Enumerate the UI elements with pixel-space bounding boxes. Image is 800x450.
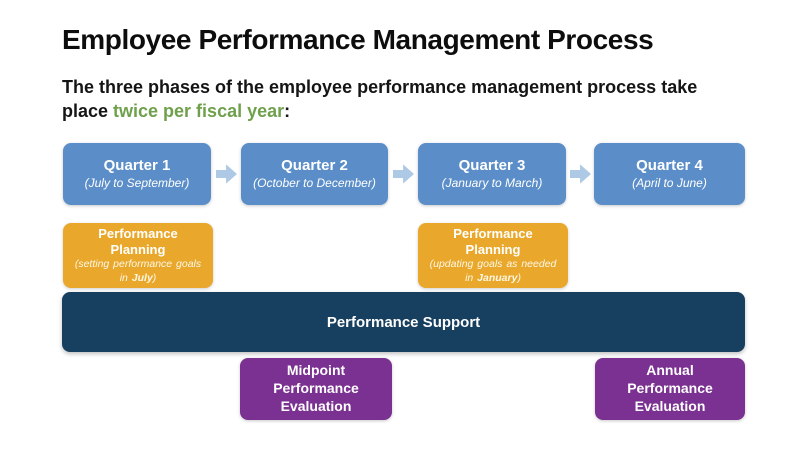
planning-note-q3: (updating goals as needed in January) [428,258,558,285]
quarter-1-label: Quarter 1 [103,156,171,174]
right-arrow-icon [216,164,237,184]
quarter-2-range: (October to December) [253,175,376,190]
subtitle-line1: The three phases of the employee perform… [62,77,698,97]
quarter-1-box: Quarter 1 (July to September) [63,143,211,205]
quarter-3-box: Quarter 3 (January to March) [418,143,566,205]
planning-note-q1: (setting performance goals in July) [73,258,203,285]
quarter-2-box: Quarter 2 (October to December) [241,143,388,205]
performance-support-bar: Performance Support [62,292,745,352]
page-title: Employee Performance Management Process [62,24,654,55]
evaluation-line3: Evaluation [634,397,706,414]
subtitle-highlight: twice per fiscal year [113,100,285,121]
planning-title-line1: Performance [453,225,533,241]
right-arrow-icon [393,164,414,184]
quarter-3-range: (January to March) [441,175,543,190]
evaluation-line2: Performance [627,380,713,397]
planning-note-month: January [477,271,518,284]
planning-title-line2: Planning [110,241,166,257]
evaluation-line1: Annual [646,362,694,379]
quarter-2-label: Quarter 2 [281,156,348,174]
planning-note-suffix: ) [152,271,157,284]
planning-note-month: July [131,271,153,284]
subtitle-line2-prefix: place [62,100,114,121]
subtitle-line2-suffix: : [284,100,291,121]
quarter-4-range: (April to June) [632,175,707,190]
quarter-1-range: (July to September) [84,175,190,190]
planning-note-suffix: ) [517,271,521,284]
evaluation-line3: Evaluation [280,397,352,414]
quarter-3-label: Quarter 3 [458,156,526,174]
planning-note-prefix: (updating goals as needed in [429,258,557,284]
planning-note-prefix: (setting performance goals in [74,258,202,284]
planning-title-line2: Planning [465,241,521,257]
performance-support-label: Performance Support [326,313,481,331]
evaluation-line1: Midpoint [286,362,346,379]
quarter-4-label: Quarter 4 [636,156,703,174]
evaluation-line2: Performance [273,380,359,397]
quarter-4-box: Quarter 4 (April to June) [594,143,745,205]
slide-subtitle: The three phases of the employee perform… [62,76,722,124]
right-arrow-icon [570,164,591,184]
planning-title-line1: Performance [98,225,178,241]
